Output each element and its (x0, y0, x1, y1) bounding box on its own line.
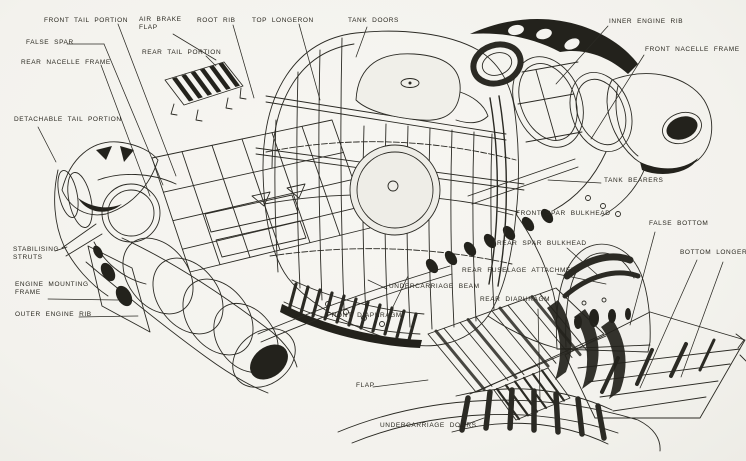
rear-nacelle-ring-drawing (61, 174, 177, 285)
undercarriage-doors-drawing (337, 387, 661, 452)
label-root-rib: ROOT RIB (197, 17, 236, 24)
label-front-spar-bulkhead: FRONT SPAR BULKHEAD (516, 210, 611, 217)
label-rear-tail-portion: REAR TAIL PORTION (142, 49, 222, 56)
label-rear-fuselage-attachment: REAR FUSELAGE ATTACHMENT (462, 267, 581, 274)
detachable-tail-portion-drawing (54, 141, 159, 297)
label-rear-diaphragm: REAR DIAPHRAGM (480, 296, 551, 303)
label-air-brake-flap: AIR BRAKE FLAP (139, 16, 182, 32)
flap-drawing (427, 287, 626, 399)
label-bottom-longeron: BOTTOM LONGERON (680, 249, 746, 256)
label-rear-nacelle-frame: REAR NACELLE FRAME (21, 59, 111, 66)
right-engine-nacelle-drawing (470, 19, 713, 217)
undercarriage-beam-drawing (257, 265, 453, 343)
label-rear-spar-bulkhead: REAR SPAR BULKHEAD (497, 240, 587, 247)
label-false-bottom: FALSE BOTTOM (649, 220, 709, 227)
label-engine-mounting-frame: ENGINE MOUNTING FRAME (15, 281, 89, 297)
label-undercarriage-doors: UNDERCARRIAGE DOORS (380, 422, 477, 429)
label-top-longeron: TOP LONGERON (252, 17, 314, 24)
label-front-nacelle-frame: FRONT NACELLE FRAME (645, 46, 740, 53)
label-tank-doors: TANK DOORS (348, 17, 399, 24)
label-front-diaphragm: FRONT DIAPHRAGM (327, 312, 402, 319)
leader-lines (37, 23, 724, 428)
front-diaphragm-drawing (280, 279, 425, 348)
centre-fuselage-drawing (255, 30, 579, 347)
label-stabilising-struts: STABILISING STRUTS (13, 246, 60, 262)
label-flap: FLAP (356, 382, 375, 389)
label-front-tail-portion: FRONT TAIL PORTION (44, 17, 129, 24)
label-tank-bearers: TANK BEARERS (604, 177, 664, 184)
label-false-spar: FALSE SPAR (26, 39, 74, 46)
air-brake-flap-panel-drawing (164, 61, 247, 122)
label-detachable-tail-portion: DETACHABLE TAIL PORTION (14, 116, 122, 123)
label-inner-engine-rib: INNER ENGINE RIB (609, 18, 684, 25)
label-undercarriage-beam: UNDERCARRIAGE BEAM (389, 283, 480, 290)
label-outer-engine-rib: OUTER ENGINE RIB (15, 311, 92, 318)
left-engine-nacelle-drawing (85, 237, 298, 394)
